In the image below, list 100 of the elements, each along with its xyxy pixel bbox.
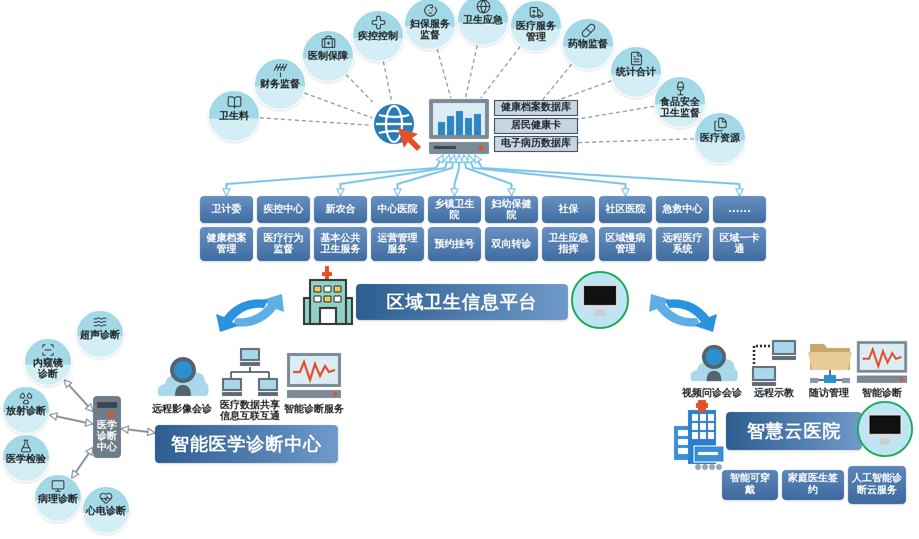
computer-chart-icon: [428, 98, 490, 155]
service-tile: [257, 196, 310, 223]
service-tile: [722, 470, 778, 500]
service-label: ......: [728, 204, 751, 215]
double-arrow: [222, 154, 444, 197]
service-tile: [713, 227, 766, 261]
double-arrow: [450, 154, 464, 197]
service-tile: [200, 227, 253, 261]
database-tag: [494, 136, 578, 152]
topic-label: 统计合计: [614, 67, 657, 78]
feature-caption: 视频问诊会诊: [680, 388, 743, 399]
dashed-connector: [464, 45, 478, 98]
topic-label: 财务监督: [259, 79, 301, 90]
service-tile: [848, 466, 906, 504]
service-label: 区域一卡通: [718, 233, 760, 255]
service-label: 区域慢病管理: [604, 233, 646, 255]
service-label: 人工智能诊断云服务: [852, 473, 902, 497]
double-arrow: [336, 154, 452, 197]
service-tile: [599, 227, 652, 261]
service-label: 医疗行为监督: [262, 233, 304, 255]
topic-label: 医制保障: [307, 51, 349, 62]
dashed-connector: [436, 48, 452, 98]
diagnosis-label: 放射诊断: [5, 406, 47, 417]
service-tile: [713, 196, 766, 223]
service-tile: [542, 227, 595, 261]
service-label: 基本公共卫生服务: [320, 233, 362, 255]
dashed-connector: [578, 106, 654, 120]
diagnosis-label: 内窥镜诊断: [32, 358, 64, 380]
service-label: 社保: [558, 204, 578, 215]
service-label: 社区医院: [606, 204, 646, 215]
topic-label: 医疗服务管理: [515, 21, 557, 43]
service-tile: [485, 227, 538, 261]
service-label: 远程医疗系统: [662, 233, 704, 255]
service-label: 健康档案管理: [205, 233, 248, 255]
double-arrow: [70, 446, 94, 479]
service-tile: [314, 196, 367, 223]
service-tile: [656, 227, 709, 261]
double-arrow: [120, 425, 156, 436]
dashed-connector: [382, 61, 392, 102]
dashed-connector: [260, 117, 372, 126]
dashed-connector: [558, 80, 612, 101]
double-arrow: [466, 154, 630, 197]
banner-title: 区域卫生信息平台: [386, 290, 538, 314]
platform-banner: [155, 425, 338, 463]
database-label: 居民健康卡: [511, 121, 561, 131]
banner-title: 智慧云医院: [746, 420, 842, 444]
diagnosis-label: 病理诊断: [36, 494, 79, 505]
dashed-connector: [542, 64, 572, 100]
platform-banner: [726, 412, 862, 450]
topic-label: 卫生料: [218, 111, 250, 122]
double-arrow: [393, 154, 458, 197]
dashed-connector: [346, 74, 374, 102]
dashed-connector: [578, 138, 694, 144]
service-label: 急救中心: [662, 204, 702, 215]
topic-label: 妇保服务监督: [408, 19, 451, 41]
diagnosis-label: 医学检验: [5, 454, 47, 465]
globe-cursor-icon: [372, 102, 422, 152]
topic-label: 医疗资源: [699, 133, 741, 144]
service-tile: [200, 196, 253, 223]
service-label: 家庭医生签约: [787, 473, 839, 497]
feature-caption: 随访管理: [808, 388, 850, 399]
service-tile: [314, 227, 367, 261]
double-arrow: [460, 154, 516, 197]
topic-label: 食品安全卫生监督: [659, 97, 701, 119]
database-tag: [494, 100, 578, 116]
service-label: 中心医院: [378, 204, 418, 215]
service-label: 乡镇卫生院: [434, 198, 476, 220]
service-tile: [599, 196, 652, 223]
service-label: 卫计委: [212, 204, 242, 215]
dashed-connector: [480, 46, 521, 98]
feature-caption: 智能诊断: [861, 388, 903, 399]
service-label: 妇幼保健院: [490, 198, 532, 220]
service-label: 运营管理服务: [376, 233, 418, 255]
service-label: 预约挂号: [434, 238, 474, 250]
service-tile: [782, 470, 844, 500]
service-tile: [485, 196, 538, 223]
double-arrow: [63, 379, 94, 412]
service-tile: [371, 196, 424, 223]
feature-caption: 智能诊断服务: [283, 404, 345, 415]
database-tag: [494, 118, 578, 134]
service-tile: [656, 196, 709, 223]
double-arrow: [474, 154, 744, 197]
feature-caption: 远程示教: [753, 388, 795, 399]
database-label: 健康档案数据库: [501, 103, 571, 113]
server-tower: [93, 396, 121, 458]
service-label: 双向转诊: [492, 238, 532, 250]
service-label: 新农合: [326, 204, 356, 215]
service-tile: [428, 196, 481, 223]
topic-label: 药物监督: [567, 39, 609, 50]
server-label: 医学诊断中心: [97, 420, 117, 453]
diagnosis-label: 超声诊断: [79, 330, 121, 341]
feature-caption: 医疗数据共享信息互联互通: [218, 400, 281, 422]
database-label: 电子病历数据库: [501, 139, 571, 149]
service-tile: [371, 227, 424, 261]
diagnosis-label: 心电诊断: [84, 506, 127, 517]
service-label: 卫生应急指挥: [548, 233, 590, 255]
topic-label: 卫生应急: [462, 15, 504, 26]
service-label: 疾控中心: [264, 204, 304, 215]
platform-banner: [356, 284, 568, 320]
dashed-connector: [304, 92, 372, 118]
